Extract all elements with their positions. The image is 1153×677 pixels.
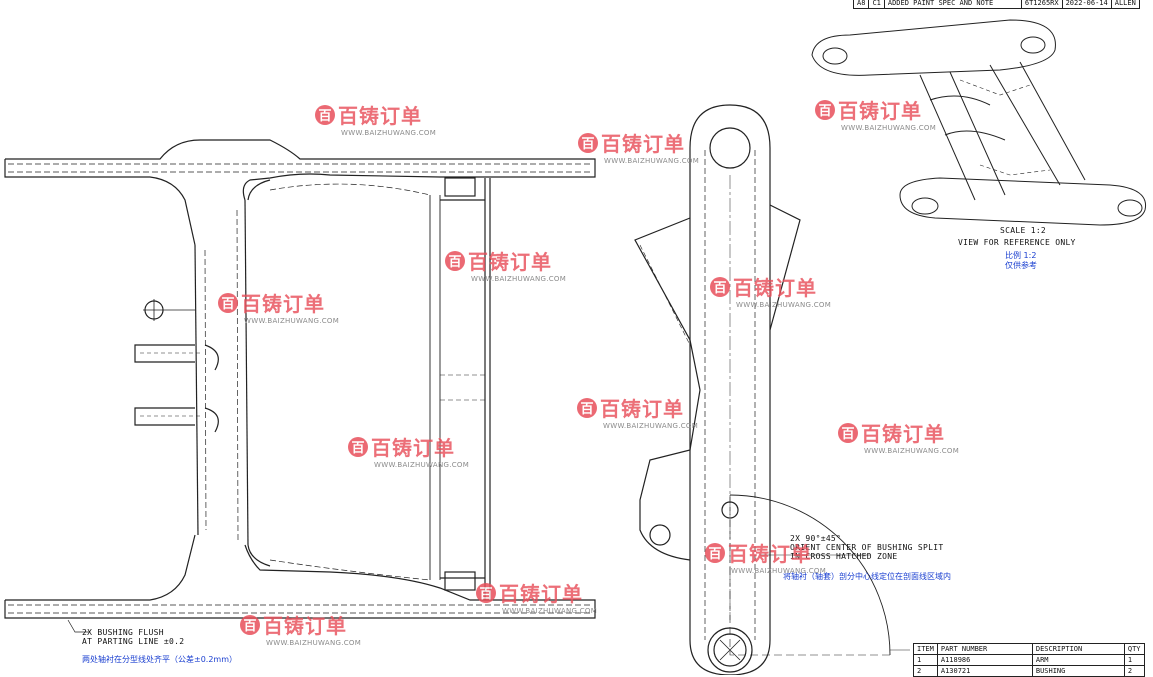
left-bottom-flange — [4, 534, 596, 619]
revision-cell: ALLEN — [1110, 0, 1140, 9]
revision-row: A8 C1 ADDED PAINT SPEC AND NOTE 6T1265RX… — [852, 0, 1140, 9]
bom-table: ITEM PART NUMBER DESCRIPTION QTY 1 A1189… — [913, 643, 1145, 677]
revision-cell: 2022-06-14 — [1061, 0, 1112, 9]
orient-note: 2X 90°±45° ORIENT CENTER OF BUSHING SPLI… — [790, 534, 944, 561]
bom-cell: 1 — [913, 654, 938, 666]
left-web — [134, 199, 249, 546]
bushing-flush-note: 2X BUSHING FLUSH AT PARTING LINE ±0.2 — [82, 628, 185, 646]
scale-label-cn: 比例 1:2 — [1005, 251, 1037, 260]
scale-label: SCALE 1:2 — [1000, 226, 1047, 235]
revision-cell: A8 — [852, 0, 870, 9]
revision-cell: ADDED PAINT SPEC AND NOTE — [883, 0, 1022, 9]
revision-cell: C1 — [868, 0, 885, 9]
bom-cell: A118986 — [936, 654, 1033, 666]
revision-table: A8 C1 ADDED PAINT SPEC AND NOTE 6T1265RX… — [852, 0, 1140, 9]
bom-header-row: ITEM PART NUMBER DESCRIPTION QTY — [913, 643, 1145, 655]
iso-view — [811, 19, 1147, 226]
bom-header: QTY — [1123, 643, 1145, 655]
middle-link — [634, 104, 910, 675]
left-inner-panel — [247, 177, 491, 600]
bom-header: DESCRIPTION — [1031, 643, 1125, 655]
bom-cell: ARM — [1031, 654, 1125, 666]
bushing-flush-note-cn: 两处轴衬在分型线处齐平（公差±0.2mm） — [82, 655, 238, 664]
revision-cell: 6T1265RX — [1020, 0, 1063, 9]
bom-header: PART NUMBER — [936, 643, 1033, 655]
bom-row: 1 A118986 ARM 1 — [913, 654, 1145, 666]
orient-note-cn: 将轴衬（轴套）剖分中心线定位在剖面线区域内 — [783, 572, 951, 581]
view-reference-label-cn: 仅供参考 — [1005, 261, 1037, 270]
left-top-flange — [4, 139, 596, 246]
view-reference-label: VIEW FOR REFERENCE ONLY — [958, 238, 1076, 247]
bom-header: ITEM — [913, 643, 938, 655]
bom-cell: 1 — [1123, 654, 1145, 666]
